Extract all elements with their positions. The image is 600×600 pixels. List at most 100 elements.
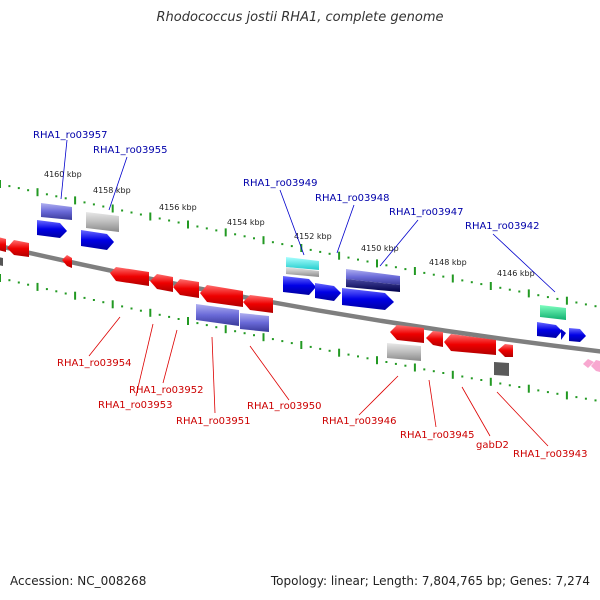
ruler-major-tick — [262, 236, 265, 245]
gene-label[interactable]: RHA1_ro03951 — [176, 416, 251, 427]
ruler-major-tick — [187, 220, 189, 229]
gene-arrow-ro03946[interactable] — [390, 325, 424, 343]
ruler-dot — [309, 345, 312, 348]
gene-label[interactable]: RHA1_ro03945 — [400, 430, 475, 441]
ruler-dot — [470, 281, 473, 284]
gene-arrow[interactable] — [591, 360, 600, 372]
gene-label[interactable]: gabD2 — [476, 440, 509, 451]
ruler-label: 4148 kbp — [429, 258, 467, 267]
gene-label[interactable]: RHA1_ro03957 — [33, 130, 108, 141]
ruler-dot — [518, 290, 521, 293]
ruler-dot — [584, 397, 587, 400]
gene-label[interactable]: RHA1_ro03943 — [513, 449, 588, 460]
ruler-dot — [309, 248, 312, 251]
bottom-ruler-track — [0, 274, 597, 402]
ruler-major-tick — [36, 282, 39, 291]
gene-label[interactable]: RHA1_ro03950 — [247, 401, 322, 412]
ruler-dot — [102, 301, 105, 304]
gene-arrow[interactable] — [315, 283, 341, 301]
ruler-dot — [253, 237, 255, 240]
gene-arrow[interactable] — [583, 359, 594, 368]
ruler-dot — [546, 296, 549, 299]
gene-arrow[interactable] — [569, 328, 586, 342]
ruler-major-tick — [36, 188, 39, 197]
gene-arrow-ro03950[interactable] — [240, 313, 269, 332]
ruler-dot — [55, 290, 58, 293]
ruler-dot — [366, 357, 369, 360]
ruler-dot — [537, 294, 540, 297]
gene-label[interactable]: RHA1_ro03942 — [465, 221, 540, 232]
gene-arrow-ro03951[interactable] — [196, 304, 239, 326]
gene-label[interactable]: RHA1_ro03946 — [322, 416, 397, 427]
gene-arrow-ro03942[interactable] — [540, 305, 566, 320]
ruler-dot — [385, 361, 388, 363]
ruler-dot — [423, 271, 426, 274]
gene-arrow[interactable] — [498, 344, 513, 357]
gene-arrow-ro03948[interactable] — [346, 269, 400, 285]
gene-arrow[interactable] — [243, 295, 273, 313]
gene-arrow[interactable] — [81, 230, 114, 250]
ruler-dot — [92, 299, 95, 301]
ruler-dot — [64, 197, 67, 200]
gene-arrow-ro03954[interactable] — [110, 267, 149, 286]
ruler-dot — [158, 313, 161, 316]
ruler-dot — [461, 279, 464, 282]
gene-arrow-gabD2[interactable] — [494, 362, 509, 376]
gene-arrow[interactable] — [537, 322, 562, 338]
ruler-major-tick — [451, 370, 454, 379]
gene-arrow[interactable] — [0, 257, 3, 266]
gene-arrow[interactable] — [561, 329, 566, 340]
gene-label[interactable]: RHA1_ro03955 — [93, 145, 168, 156]
gene-label[interactable]: RHA1_ro03954 — [57, 358, 132, 369]
ruler-label: 4146 kbp — [497, 269, 535, 278]
ruler-dot — [45, 193, 48, 196]
gene-label[interactable]: RHA1_ro03947 — [389, 207, 464, 218]
gene-arrow[interactable] — [286, 267, 319, 277]
ruler-dot — [442, 372, 445, 374]
ruler-label: 4150 kbp — [361, 244, 399, 253]
gene-arrow[interactable] — [62, 255, 72, 268]
gene-label[interactable]: RHA1_ro03948 — [315, 193, 390, 204]
ruler-dot — [158, 217, 161, 220]
gene-arrow-ro03955[interactable] — [86, 212, 119, 232]
gene-arrow[interactable] — [426, 331, 443, 347]
gene-arrow-ro03945[interactable] — [444, 334, 496, 355]
gene-arrow[interactable] — [283, 276, 316, 295]
ruler-dot — [92, 203, 95, 206]
ruler-label: 4160 kbp — [44, 170, 82, 179]
ruler-labels: 4160 kbp 4158 kbp 4156 kbp 4154 kbp 4152… — [44, 170, 535, 278]
ruler-major-tick — [565, 391, 568, 400]
gene-arrow[interactable] — [37, 220, 67, 238]
gene-arrow[interactable] — [7, 240, 29, 257]
ruler-dot — [243, 235, 246, 238]
gene-arrow[interactable] — [346, 279, 400, 292]
ruler-major-tick — [489, 282, 492, 290]
gene-arrow[interactable] — [173, 279, 199, 298]
gene-label[interactable]: RHA1_ro03949 — [243, 178, 318, 189]
ruler-major-tick — [489, 377, 492, 386]
genome-summary-text: Topology: linear; Length: 7,804,765 bp; … — [270, 574, 590, 588]
ruler-dot — [480, 283, 483, 286]
gene-label[interactable]: RHA1_ro03953 — [98, 400, 173, 411]
ruler-dot — [423, 368, 426, 371]
gene-arrow[interactable] — [150, 274, 173, 292]
ruler-dot — [139, 309, 142, 312]
gene-arrow[interactable] — [342, 288, 394, 310]
gene-arrow[interactable] — [0, 237, 6, 252]
ruler-dot — [290, 342, 293, 345]
ruler-dot — [461, 375, 464, 378]
gene-arrow-ro03957[interactable] — [41, 203, 72, 220]
ruler-label: 4158 kbp — [93, 186, 131, 195]
gene-label[interactable]: RHA1_ro03952 — [129, 385, 204, 396]
gene-arrow-ro03949[interactable] — [286, 257, 319, 270]
ruler-label: 4154 kbp — [227, 218, 265, 227]
ruler-dot — [584, 303, 587, 306]
gene-arrow[interactable] — [200, 285, 243, 307]
ruler-dot — [139, 213, 142, 216]
gene-arrow[interactable] — [387, 343, 421, 361]
ruler-dot — [508, 288, 511, 291]
ruler-major-tick — [224, 325, 227, 334]
ruler-dot — [556, 297, 559, 300]
ruler-dot — [17, 281, 20, 284]
ruler-major-tick — [338, 251, 341, 260]
